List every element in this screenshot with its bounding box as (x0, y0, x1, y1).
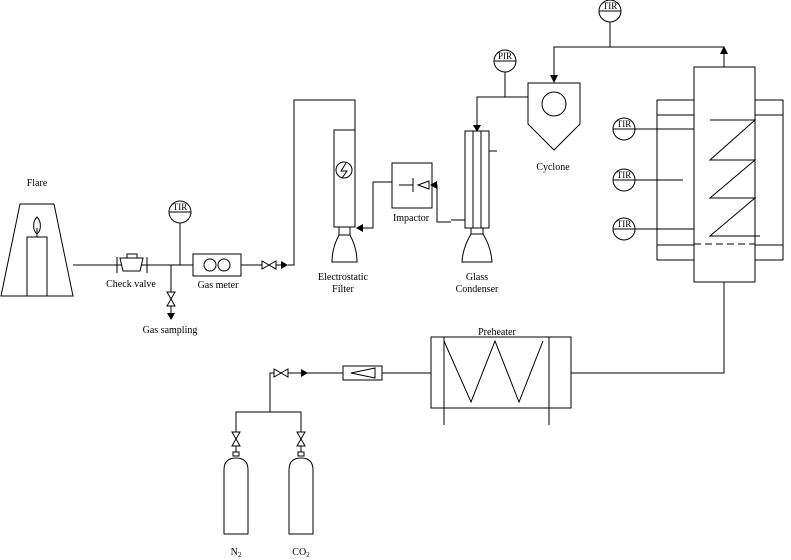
supply-valve (273, 368, 289, 378)
reactor (656, 66, 784, 283)
electrostatic-filter-label-1: Electrostatic (318, 272, 369, 283)
svg-text:TIR: TIR (617, 170, 632, 180)
check-valve: Check valve (106, 253, 156, 290)
flare-label: Flare (27, 178, 48, 189)
preheater-label: Preheater (478, 327, 516, 338)
tir-gas-meter: TIR (168, 200, 192, 265)
glass-condenser: Glass Condenser (451, 130, 499, 295)
co2-cylinder: CO2 (288, 431, 314, 559)
cyclone: Cyclone (527, 82, 581, 173)
svg-text:TIR: TIR (173, 202, 188, 212)
gas-meter-label: Gas meter (198, 280, 239, 291)
impactor-label: Impactor (393, 213, 430, 224)
flowmeter (342, 365, 383, 381)
check-valve-label: Check valve (106, 279, 156, 290)
tir-reactor-3: TIR (612, 217, 694, 241)
gas-meter: Gas meter (192, 253, 242, 291)
pir-instrument: PIR (493, 49, 517, 97)
electrostatic-filter: Electrostatic Filter (318, 129, 369, 295)
svg-text:PIR: PIR (498, 51, 512, 61)
gas-sampling-branch: Gas sampling (143, 265, 198, 336)
gas-sampling-label: Gas sampling (143, 325, 198, 336)
n2-cylinder: N2 (223, 431, 249, 559)
impactor: Impactor (391, 162, 433, 224)
n2-label: N2 (231, 547, 242, 559)
svg-text:TIR: TIR (617, 219, 632, 229)
tir-reactor-1: TIR (612, 117, 694, 141)
svg-text:TIR: TIR (603, 1, 618, 11)
electrostatic-filter-label-2: Filter (332, 284, 354, 295)
glass-condenser-label-1: Glass (466, 272, 488, 283)
tir-top: TIR (598, 0, 622, 47)
tir-reactor-2: TIR (612, 168, 683, 192)
glass-condenser-label-2: Condenser (456, 284, 499, 295)
co2-label: CO2 (292, 547, 310, 559)
svg-text:TIR: TIR (617, 119, 632, 129)
cyclone-label: Cyclone (536, 162, 570, 173)
preheater: Preheater (430, 327, 572, 425)
flare-unit: Flare (0, 178, 74, 297)
valve-after-gas-meter (261, 260, 277, 270)
